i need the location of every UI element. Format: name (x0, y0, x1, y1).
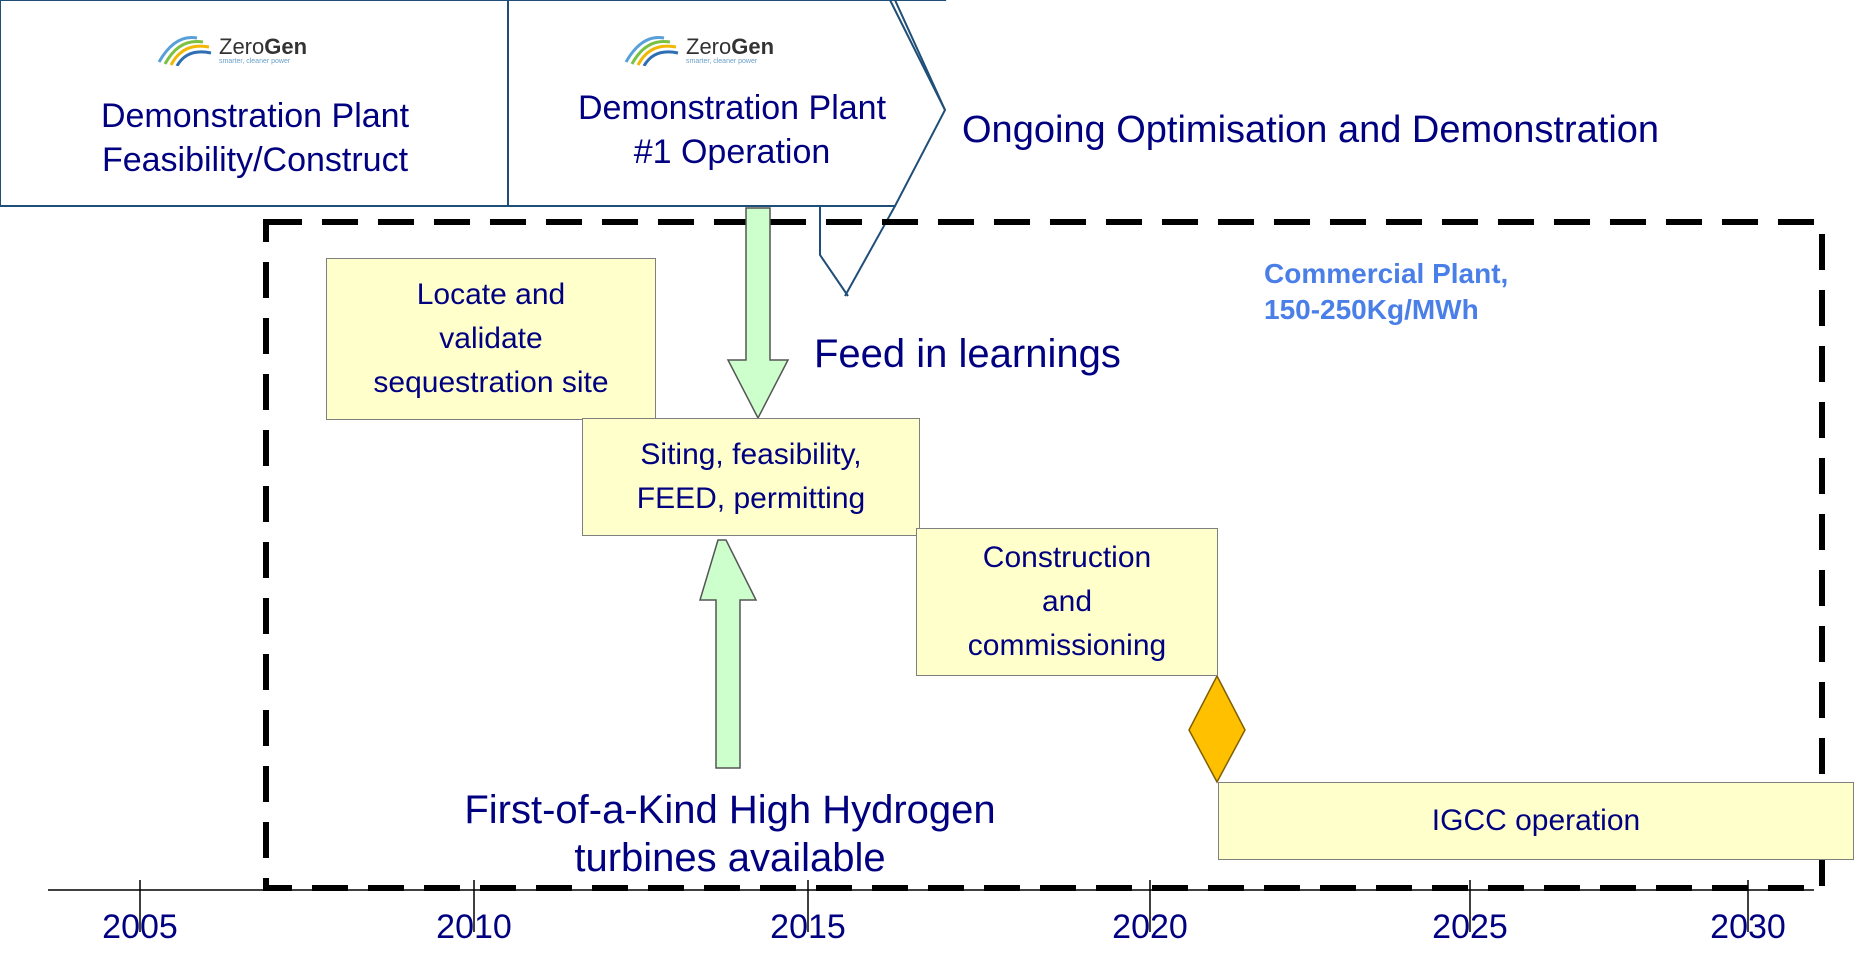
task-construction-line1: Construction (982, 541, 1152, 574)
task-locate-sequestration: Locate and validate sequestration site (326, 258, 656, 420)
milestone-diamond (1188, 674, 1246, 784)
banner-stage2-line1: Demonstration Plant (577, 89, 887, 127)
banner-chevron-tail (819, 206, 849, 297)
task-siting-line1: Siting, feasibility, (640, 438, 862, 471)
banner-stage1-label: Demonstration Plant Feasibility/Construc… (40, 94, 470, 182)
task-siting-line2: FEED, permitting (636, 482, 866, 515)
timeline-year-2030: 2030 (1710, 908, 1786, 946)
first-of-kind-label: First-of-a-Kind High Hydrogen turbines a… (410, 786, 1050, 882)
commercial-plant-line2: 150-250Kg/MWh (1264, 294, 1479, 325)
task-locate-line2: validate (439, 322, 543, 355)
zerogen-logo-left: ZeroGen smarter, cleaner power (155, 32, 325, 68)
task-locate-line3: sequestration site (373, 366, 609, 399)
zerogen-logo-word: ZeroGen (219, 34, 308, 59)
banner-stage2-label: Demonstration Plant #1 Operation (512, 86, 952, 174)
zerogen-logo-mark-icon (157, 36, 212, 66)
task-construction-line3: commissioning (967, 629, 1167, 662)
task-construction-line2: and (1041, 585, 1093, 618)
banner-stage1-line2: Feasibility/Construct (101, 141, 409, 179)
banner-stage3-label: Ongoing Optimisation and Demonstration (962, 109, 1660, 151)
task-construction-commissioning: Construction and commissioning (916, 528, 1218, 676)
timeline-year-2005: 2005 (102, 908, 178, 946)
zerogen-logo-mark-icon (624, 36, 679, 66)
task-locate-line1: Locate and (416, 278, 566, 311)
banner-stage2-line2: #1 Operation (633, 133, 831, 171)
commercial-plant-label: Commercial Plant, 150-250Kg/MWh (1264, 256, 1508, 328)
commercial-plant-line1: Commercial Plant, (1264, 258, 1509, 289)
timeline-year-2020: 2020 (1112, 908, 1188, 946)
zerogen-logo-tagline: smarter, cleaner power (686, 58, 758, 65)
first-of-kind-line1: First-of-a-Kind High Hydrogen (464, 788, 996, 832)
timeline-year-2010: 2010 (436, 908, 512, 946)
first-of-kind-line2: turbines available (574, 836, 886, 880)
feed-in-learnings-arrow (726, 207, 790, 420)
zerogen-logo-right: ZeroGen smarter, cleaner power (622, 32, 792, 68)
feed-in-learnings-label: Feed in learnings (814, 332, 1121, 376)
task-igcc-operation: IGCC operation (1218, 782, 1854, 860)
zerogen-logo-word: ZeroGen (686, 34, 775, 59)
timeline-year-2015: 2015 (770, 908, 846, 946)
banner-stage2-shape (507, 0, 947, 207)
turbines-available-arrow (698, 539, 758, 769)
banner-stage1-line1: Demonstration Plant (100, 97, 410, 135)
task-siting-feasibility: Siting, feasibility, FEED, permitting (582, 418, 920, 536)
banner-chevron-top (889, 0, 946, 111)
zerogen-logo-tagline: smarter, cleaner power (219, 58, 291, 65)
timeline-ticks (139, 880, 1749, 932)
timeline-year-2025: 2025 (1432, 908, 1508, 946)
commercial-plant-boundary (263, 219, 1825, 891)
